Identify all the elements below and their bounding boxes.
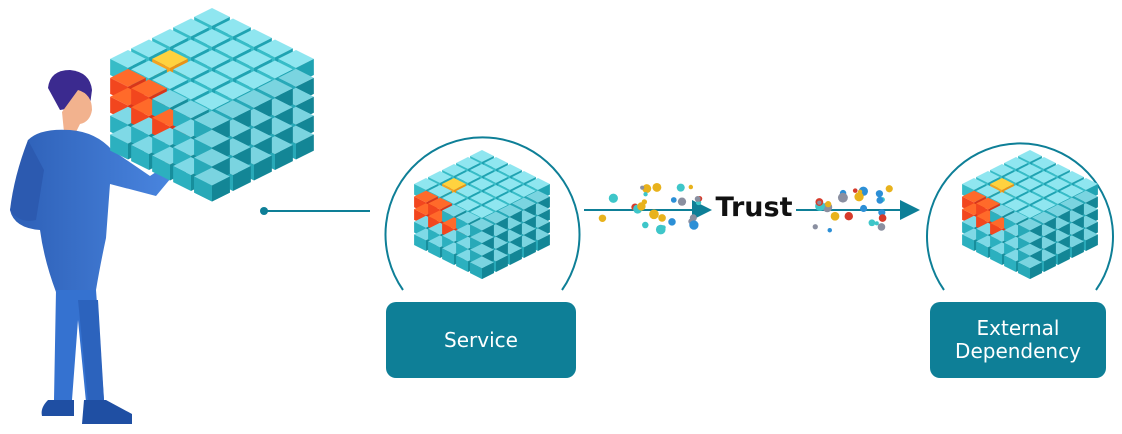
service-node	[384, 136, 581, 291]
connector-line	[260, 207, 370, 215]
external-dependency-node	[926, 142, 1114, 291]
person-pointing-icon	[10, 70, 194, 424]
data-particles-icon-right	[812, 185, 893, 233]
external-dependency-label: External Dependency	[955, 316, 1081, 363]
external-dependency-box: External Dependency	[930, 302, 1106, 378]
cube-grid-icon-service	[414, 150, 550, 280]
service-box: Service	[386, 302, 576, 378]
data-particles-icon-left	[598, 182, 703, 235]
cube-grid-icon-external	[962, 150, 1098, 280]
service-label: Service	[444, 327, 518, 352]
trust-label: Trust	[715, 192, 793, 223]
cube-grid-icon-large	[110, 8, 314, 202]
